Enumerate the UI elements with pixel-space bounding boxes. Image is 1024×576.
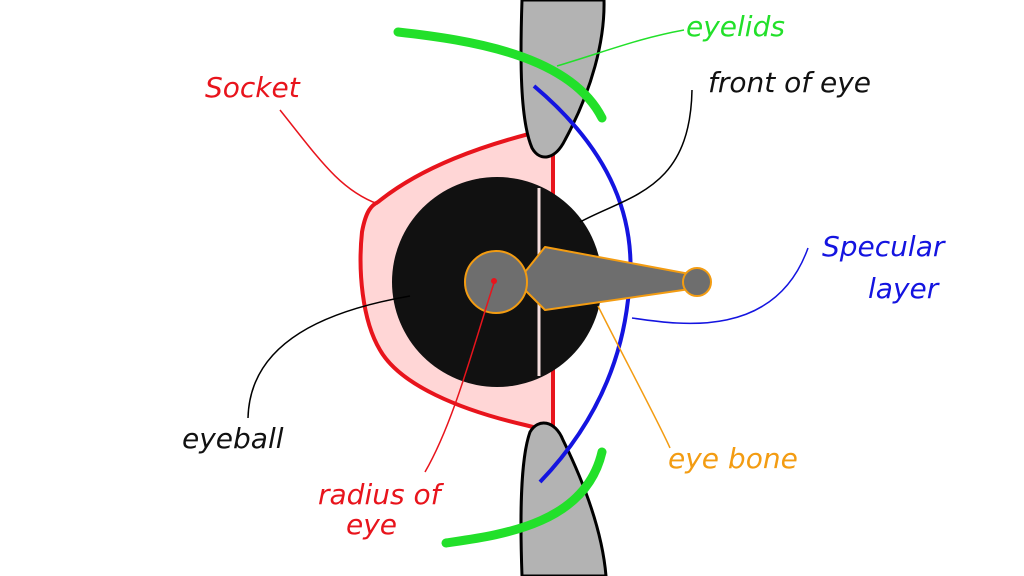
radius-leader xyxy=(424,282,495,473)
eyeball-label: eyeball xyxy=(182,422,284,455)
upper-eyelid-curve xyxy=(393,27,607,123)
radius-label-line1: radius of xyxy=(318,478,445,511)
eye-bone-shape xyxy=(524,246,698,311)
eyelids-leader xyxy=(556,29,685,67)
eye-bone-tail xyxy=(682,267,712,297)
socket-leader xyxy=(279,109,379,205)
lower-eyelid-curve xyxy=(441,447,607,548)
specular-label-line1: Specular xyxy=(822,230,946,263)
specular-layer-arc xyxy=(532,84,633,484)
specular-leader xyxy=(631,247,809,325)
eyelids-label: eyelids xyxy=(686,10,785,43)
specular-label-line2: layer xyxy=(868,272,940,305)
socket-label: Socket xyxy=(205,71,301,104)
lower-eyelid-skin xyxy=(519,421,608,576)
eye-bone-leader xyxy=(597,305,671,449)
eye-center-point xyxy=(491,278,497,284)
radius-label-line2: eye xyxy=(346,508,397,541)
eyeball-leader xyxy=(247,295,411,419)
front-of-eye-label: front of eye xyxy=(708,66,871,99)
front-of-eye-leader xyxy=(579,89,693,223)
eye-bone-label: eye bone xyxy=(668,442,798,475)
